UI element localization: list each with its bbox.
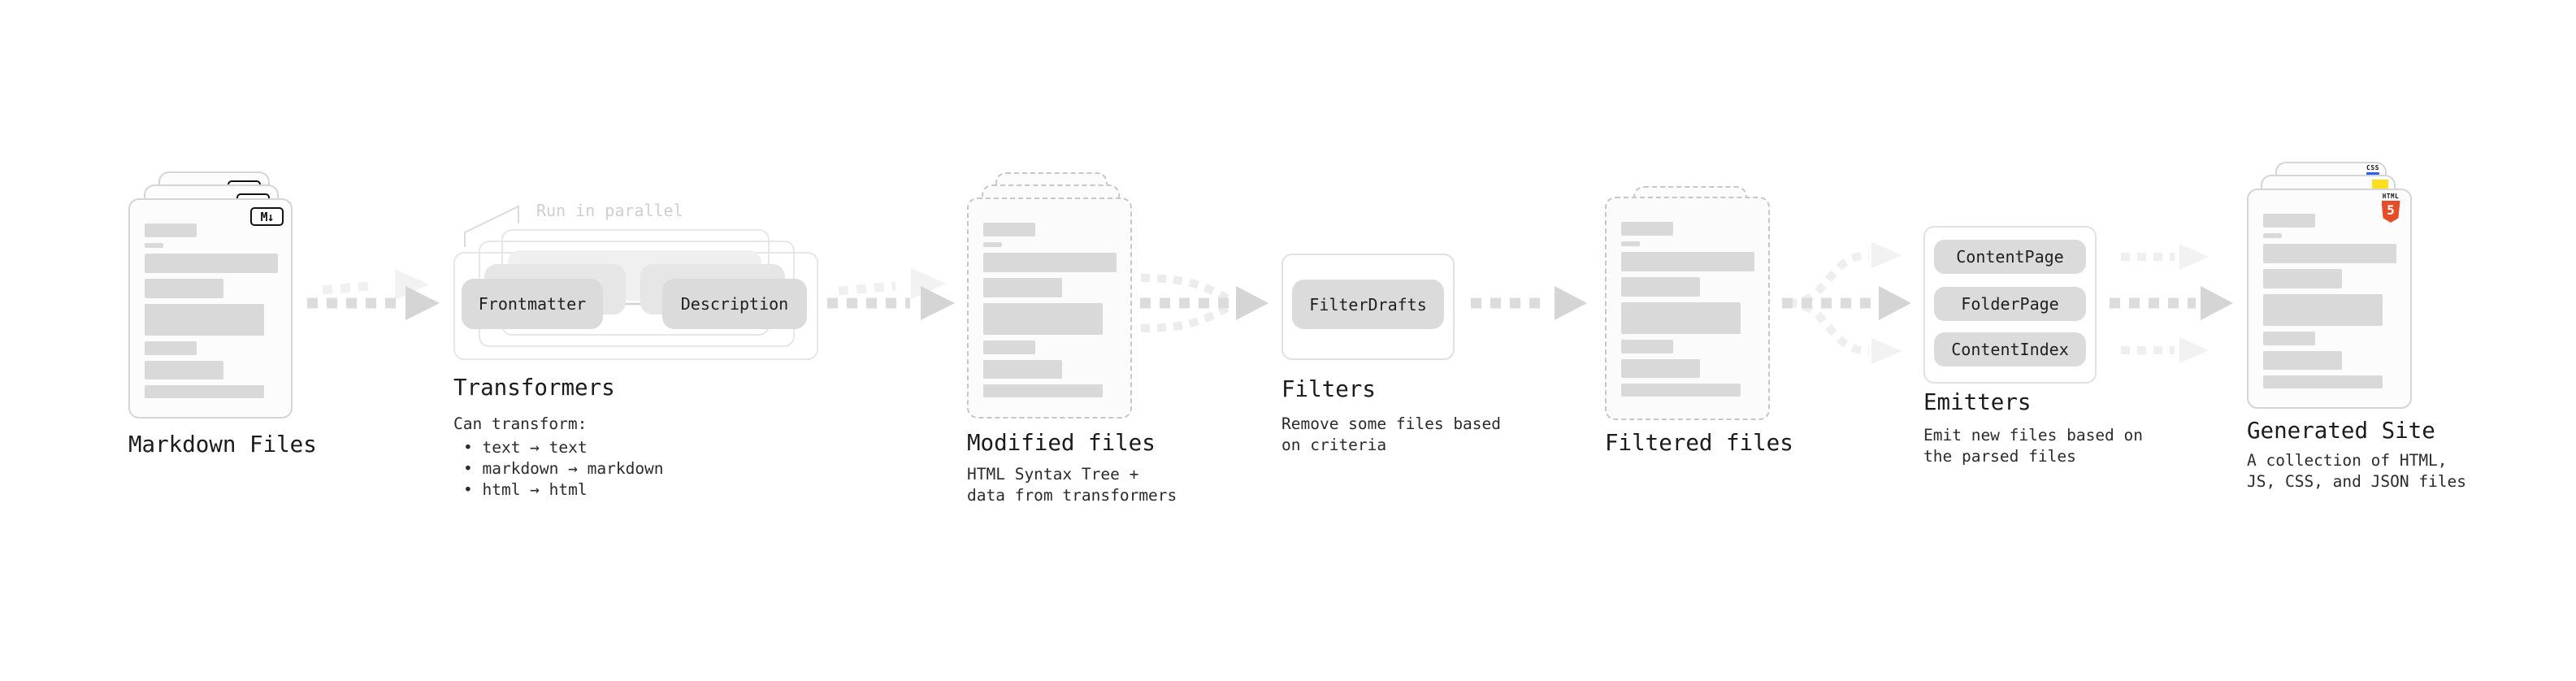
arrow-filtered-to-emitters (1782, 242, 1911, 364)
arrow-filters-to-filtered (1471, 286, 1587, 320)
js-icon (2372, 180, 2388, 189)
stage-label-markdown-files: Markdown Files (128, 432, 317, 458)
html5-icon: HTML 5 (2380, 193, 2401, 223)
file-card: M↓ (128, 198, 293, 419)
generated-desc: A collection of HTML, (2247, 451, 2448, 470)
arrow-emitters-to-generated (2110, 244, 2233, 363)
modified-desc: data from transformers (967, 486, 1177, 505)
stage-label-filters: Filters (1281, 376, 1376, 402)
emitters-desc: the parsed files (1923, 447, 2076, 466)
transformers-intro: Can transform: (453, 414, 588, 433)
skeleton-text (983, 223, 1117, 397)
emitters-desc: Emit new files based on (1923, 426, 2144, 445)
stage-label-transformers: Transformers (453, 375, 615, 401)
transformers-bullet: • text → text (463, 438, 588, 457)
arrow-modified-to-filters (1140, 274, 1268, 332)
transformers-bullet: • html → html (463, 480, 588, 499)
arrow-transformers-to-modified-faded (838, 268, 947, 299)
pill-contentpage: ContentPage (1934, 240, 2086, 274)
run-in-parallel-note: Run in parallel (536, 201, 683, 220)
pill-frontmatter: Frontmatter (462, 279, 603, 329)
transformers-bullet: • markdown → markdown (463, 459, 664, 478)
file-card (967, 197, 1132, 419)
pill-folderpage: FolderPage (1934, 287, 2086, 321)
stage-label-modified-files: Modified files (967, 430, 1156, 456)
arrow-markdown-to-transformers-faded (322, 269, 429, 300)
filters-desc: Remove some files based (1281, 414, 1502, 433)
pill-contentindex: ContentIndex (1934, 332, 2086, 367)
stage-label-filtered-files: Filtered files (1605, 430, 1793, 456)
filters-desc: on criteria (1281, 436, 1387, 454)
pill-description: Description (662, 279, 807, 329)
markdown-icon: M↓ (250, 207, 284, 226)
skeleton-text (145, 223, 278, 398)
stage-label-generated-site: Generated Site (2247, 418, 2435, 444)
run-in-parallel-connector (464, 205, 519, 247)
file-card: HTML 5 (2247, 189, 2412, 409)
modified-desc: HTML Syntax Tree + (967, 465, 1139, 484)
skeleton-text (2263, 214, 2396, 388)
generated-desc: JS, CSS, and JSON files (2247, 472, 2467, 491)
skeleton-text (1621, 222, 1754, 397)
stage-label-emitters: Emitters (1923, 389, 2032, 415)
css-icon: CSS (2366, 165, 2379, 176)
pill-filterdrafts: FilterDrafts (1292, 280, 1444, 329)
arrow-markdown-to-transformers (307, 286, 440, 320)
file-card (1605, 197, 1770, 420)
arrow-transformers-to-modified (827, 286, 955, 320)
